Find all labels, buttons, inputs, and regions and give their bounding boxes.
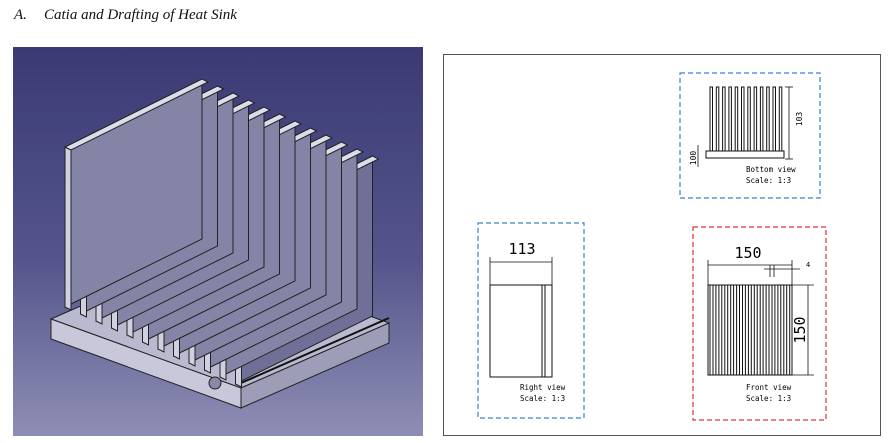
front-view: 150 4 150 Front view Scale: 1:3 — [692, 226, 827, 421]
right-view-label: Right view — [520, 383, 566, 392]
front-fin — [727, 284, 732, 376]
front-dim-width: 150 — [734, 244, 761, 262]
bottom-fin — [734, 86, 739, 152]
front-dim-height: 150 — [791, 316, 809, 343]
front-view-scale: Scale: 1:3 — [746, 394, 791, 403]
bottom-fin — [728, 86, 732, 152]
front-fin — [715, 284, 720, 376]
drawing-views: 103 100 Bottom view Scale: 1:3 113 Right… — [477, 72, 827, 421]
front-fin — [780, 284, 785, 376]
section-title: Catia and Drafting of Heat Sink — [44, 7, 237, 23]
right-view: 113 Right view Scale: 1:3 — [477, 222, 585, 419]
right-view-body — [489, 284, 553, 378]
bottom-fin — [772, 86, 776, 152]
right-view-scale: Scale: 1:3 — [520, 394, 565, 403]
bottom-view-frame — [679, 72, 821, 199]
front-fin — [733, 284, 738, 376]
front-view-frame — [692, 226, 827, 421]
bottom-fin — [722, 86, 726, 152]
heat-sink-3d-render — [13, 47, 423, 436]
bottom-fin — [741, 86, 745, 152]
section-heading: A. Catia and Drafting of Heat Sink — [14, 7, 237, 24]
front-view-body — [707, 284, 793, 376]
bottom-view-label: Bottom view — [746, 165, 796, 174]
base-side-face — [240, 322, 390, 409]
right-dim-width: 113 — [508, 240, 535, 258]
front-fin — [750, 284, 755, 376]
front-fin — [768, 284, 773, 376]
front-view-label: Front view — [746, 383, 792, 392]
front-dim-fin: 4 — [806, 261, 810, 269]
front-fin — [744, 284, 749, 376]
front-fin — [756, 284, 761, 376]
bottom-fin — [715, 86, 720, 152]
bottom-fin — [709, 86, 713, 152]
heat-sink-model — [49, 78, 391, 409]
bottom-fin — [778, 86, 783, 152]
front-fin — [721, 284, 726, 376]
bottom-view-scale: Scale: 1:3 — [746, 176, 791, 185]
bottom-fin — [766, 86, 770, 152]
front-fin — [762, 284, 767, 376]
bottom-fin — [759, 86, 764, 152]
bottom-fin — [747, 86, 751, 152]
bottom-dim-height: 103 — [795, 112, 804, 127]
drafting-sheet: 103 100 Bottom view Scale: 1:3 113 Right… — [443, 54, 881, 436]
section-number: A. — [14, 7, 27, 23]
bottom-view: 103 100 Bottom view Scale: 1:3 — [679, 72, 821, 199]
bottom-base — [705, 150, 785, 159]
fin-top — [63, 78, 210, 151]
right-view-frame — [477, 222, 585, 419]
front-fin — [739, 284, 743, 376]
front-fin — [774, 284, 779, 376]
bottom-fin — [753, 86, 758, 152]
mount-hole — [208, 376, 222, 390]
fins-group — [63, 78, 380, 388]
front-fin — [709, 284, 714, 376]
bottom-dim-base: 100 — [689, 151, 698, 166]
fin-edge — [64, 146, 72, 311]
front-fin — [786, 284, 791, 376]
